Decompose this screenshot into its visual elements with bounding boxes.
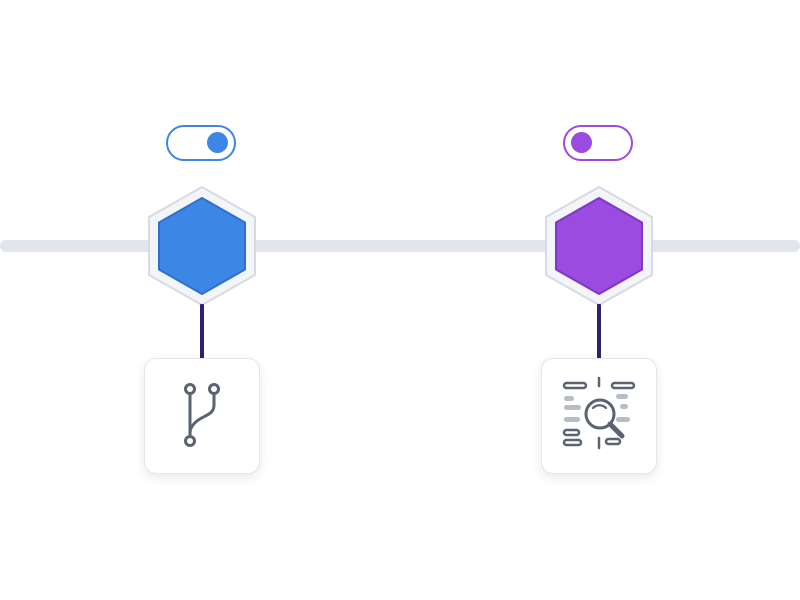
magnifier-scan-icon: [560, 377, 640, 457]
node-2-icon-card[interactable]: [541, 358, 657, 474]
node-2-hexagon[interactable]: [539, 184, 659, 308]
node-1-connector-line: [200, 304, 204, 360]
toggle-knob: [571, 132, 592, 153]
branch-icon: [163, 377, 243, 457]
node-1-toggle-switch[interactable]: [166, 125, 236, 161]
node-1-icon-card[interactable]: [144, 358, 260, 474]
pipeline-node-2: [529, 120, 669, 480]
toggle-knob: [207, 132, 228, 153]
node-2-toggle-switch[interactable]: [563, 125, 633, 161]
pipeline-node-1: [132, 120, 272, 480]
node-2-connector-line: [597, 304, 601, 360]
hexagon-shape: [148, 186, 256, 306]
timeline-track: [0, 240, 800, 252]
node-1-hexagon[interactable]: [142, 184, 262, 308]
hexagon-shape: [545, 186, 653, 306]
